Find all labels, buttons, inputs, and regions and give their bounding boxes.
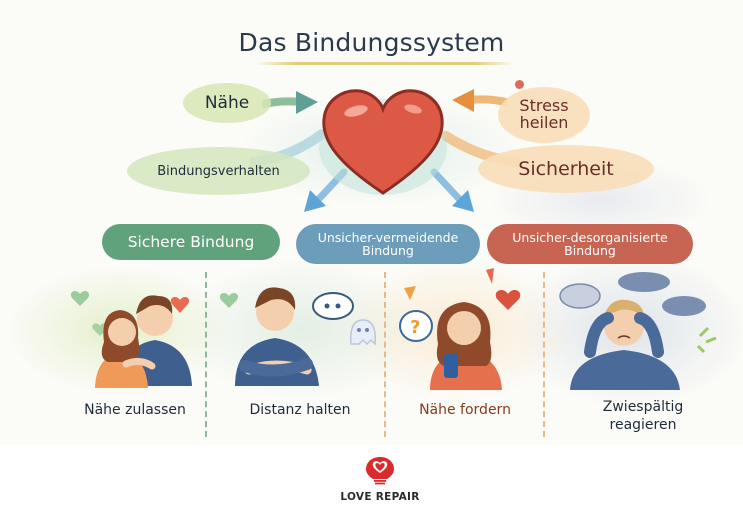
panel-divider-1 xyxy=(205,272,207,437)
arrow-down-right-icon xyxy=(430,168,474,212)
diagram-canvas: Das Bindungssystem Nähe Bindungsverhal xyxy=(0,0,743,445)
caption-zwiespaeltig-line1: Zwiespältig xyxy=(602,399,684,415)
bubble-stress-line2: heilen xyxy=(519,113,569,132)
bubble-naehe: Nähe xyxy=(183,83,271,123)
brand-logo: LOVE REPAIR xyxy=(340,455,420,503)
brand-name: LOVE REPAIR xyxy=(340,491,420,503)
bubble-stress-heilen: Stress heilen xyxy=(498,87,590,143)
arrow-naehe-to-heart-icon xyxy=(262,91,318,114)
title-underline xyxy=(256,62,514,65)
bubble-stress-line1: Stress xyxy=(519,96,569,116)
panel-divider-3 xyxy=(543,272,545,437)
diagram-title: Das Bindungssystem xyxy=(238,28,505,57)
caption-zwiespaeltig-reagieren: Zwiespältig reagieren xyxy=(568,399,718,434)
pill-desorg-line2: Bindung xyxy=(564,243,616,258)
woman-with-phone-illustration: ? xyxy=(390,266,560,396)
bubble-sicherheit: Sicherheit xyxy=(478,145,654,193)
bubble-bindungsverhalten-label: Bindungsverhalten xyxy=(157,163,280,179)
bubble-sicherheit-label: Sicherheit xyxy=(518,158,614,180)
caption-zwiespaeltig-line2: reagieren xyxy=(609,416,677,433)
pill-sichere-bindung: Sichere Bindung xyxy=(102,224,280,260)
pill-vermeidend-line1: Unsicher-vermeidende xyxy=(317,229,459,245)
pill-unsicher-desorganisiert: Unsicher-desorganisierte Bindung xyxy=(487,224,693,264)
caption-naehe-fordern: Nähe fordern xyxy=(419,402,511,418)
pill-sichere-bindung-label: Sichere Bindung xyxy=(127,232,255,251)
bubble-naehe-label: Nähe xyxy=(204,93,250,113)
pill-vermeidend-line2: Bindung xyxy=(362,243,414,258)
caption-naehe-zulassen: Nähe zulassen xyxy=(84,402,186,418)
stressed-man-illustration xyxy=(550,266,720,396)
heart-lightbulb-logo-icon xyxy=(366,457,394,485)
heart-icon xyxy=(318,85,448,200)
bubble-bindungsverhalten: Bindungsverhalten xyxy=(127,147,310,195)
pill-unsicher-vermeidend: Unsicher-vermeidende Bindung xyxy=(296,224,480,264)
svg-text:?: ? xyxy=(410,317,420,338)
caption-distanz-halten: Distanz halten xyxy=(249,402,351,418)
pill-desorg-line1: Unsicher-desorganisierte xyxy=(512,229,668,245)
panel-divider-2 xyxy=(384,272,386,437)
red-dot-decoration xyxy=(515,80,524,89)
hugging-couple-illustration xyxy=(60,266,230,396)
man-crossed-arms-illustration xyxy=(215,266,385,396)
